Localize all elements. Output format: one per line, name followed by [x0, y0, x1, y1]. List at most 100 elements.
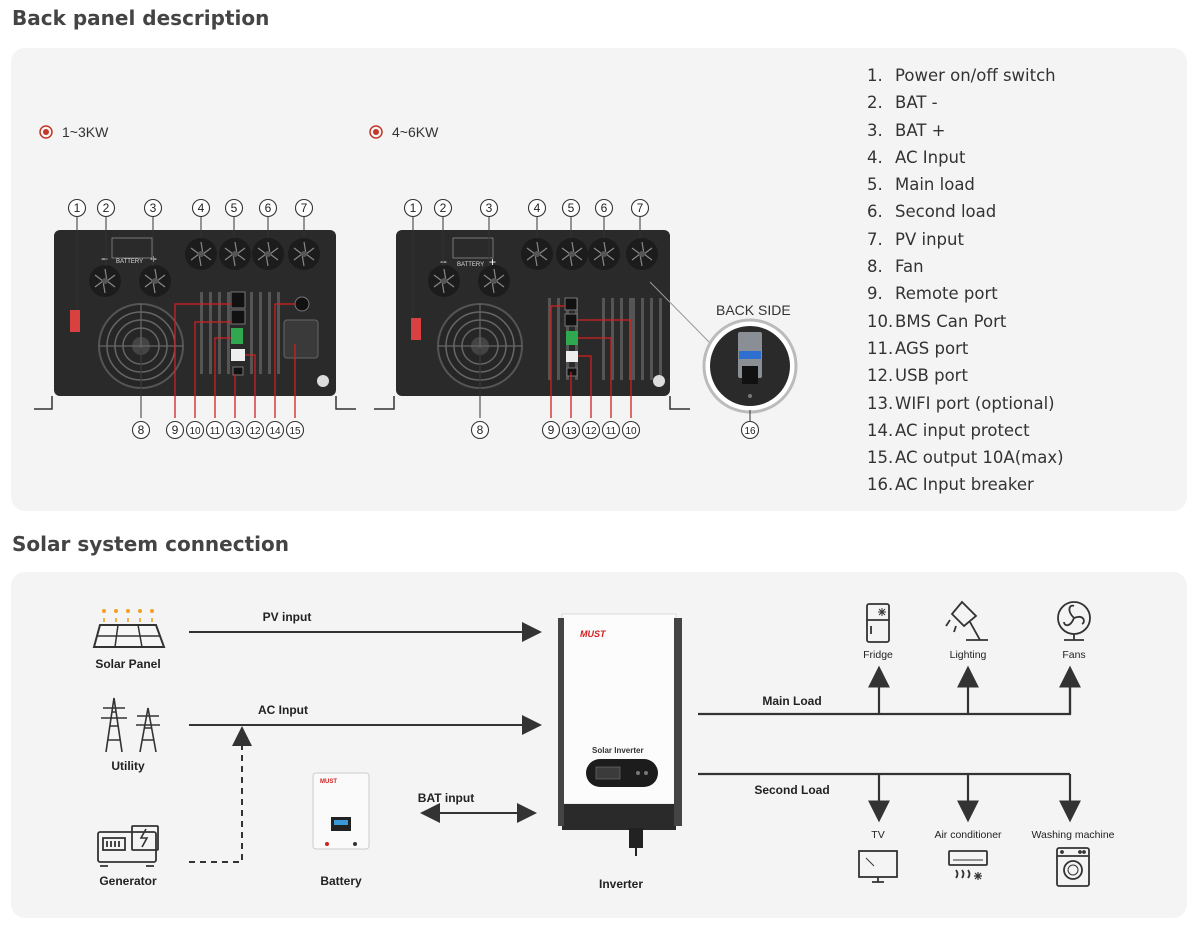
variant-b-radio: 4~6KW: [369, 124, 439, 140]
callout-number: 11: [606, 426, 617, 437]
battery-icon: MUST: [312, 772, 370, 850]
callout-circle: [285, 420, 305, 440]
legend-item-number: 12.: [867, 366, 894, 386]
legend-item-number: 6.: [867, 202, 883, 222]
leader-lines-dark: [76, 216, 641, 418]
unit-a-back-panel: BATTERY − +: [34, 230, 356, 410]
callout-circle: [205, 420, 225, 440]
variant-a-radio: 1~3KW: [39, 124, 109, 140]
inverter-label: Inverter: [599, 877, 643, 891]
callout-number: 6: [601, 201, 608, 215]
callout-circle: [131, 420, 151, 440]
bat-input-label: BAT input: [418, 791, 474, 805]
generator-dashed-line: [189, 726, 252, 863]
solar-panel-label: Solar Panel: [95, 657, 160, 671]
legend-item-label: Remote port: [895, 284, 998, 304]
main-load-lines: [698, 665, 1081, 716]
fans-icon: [1057, 601, 1091, 641]
callout-circle: [165, 420, 185, 440]
legend-item: 8. Fan: [867, 253, 1064, 280]
solar-connection-diagram: Solar Panel Utility Generator MUST Batte…: [92, 600, 1115, 891]
svg-text:−: −: [101, 252, 108, 266]
second-load-lines: [698, 772, 1081, 823]
callout-circle: [561, 198, 581, 218]
legend-item: 13.WIFI port (optional): [867, 390, 1064, 417]
legend-item: 11.AGS port: [867, 335, 1064, 362]
fans-label: Fans: [1062, 649, 1085, 661]
legend-item-number: 5.: [867, 175, 883, 195]
legend-item-label: AC output 10A(max): [895, 448, 1064, 468]
utility-icon: [101, 697, 160, 753]
callout-number: 13: [229, 426, 241, 437]
callout-number: 10: [625, 426, 637, 437]
callout-number: 9: [548, 423, 555, 437]
callout-number: 11: [210, 426, 221, 437]
legend-item-number: 11.: [867, 338, 894, 358]
callout-circle: [740, 420, 760, 440]
callout-number: 5: [568, 201, 575, 215]
callout-number: 4: [534, 201, 541, 215]
callout-number: 9: [172, 423, 179, 437]
legend-item-number: 3.: [867, 120, 883, 140]
legend-item-number: 8.: [867, 257, 883, 277]
callout-circle: [143, 198, 163, 218]
solar-heading: Solar system connection: [12, 532, 289, 556]
back-panel-heading: Back panel description: [12, 6, 270, 30]
inverter-brand: MUST: [580, 629, 607, 639]
callout-circle: [581, 420, 601, 440]
generator-label: Generator: [99, 874, 157, 888]
legend-item: 9.Remote port: [867, 280, 1064, 307]
callout-number: 1: [410, 201, 417, 215]
callout-circle: [265, 420, 285, 440]
legend-item-number: 13.: [867, 393, 894, 413]
callout-circle: [541, 420, 561, 440]
callout-circle: [479, 198, 499, 218]
legend-item: 16.AC Input breaker: [867, 471, 1064, 498]
legend-item-label: Fan: [895, 257, 924, 277]
callout-circle: [630, 198, 650, 218]
legend-item: 15.AC output 10A(max): [867, 444, 1064, 471]
callout-number: 2: [440, 201, 447, 215]
air-conditioner-icon: [948, 850, 988, 880]
callout-number: 2: [103, 201, 110, 215]
unit-b-battery-label: BATTERY: [457, 262, 484, 268]
callout-circle: [561, 420, 581, 440]
svg-text:+: +: [489, 255, 496, 269]
callout-number: 6: [265, 201, 272, 215]
callout-circle: [225, 420, 245, 440]
legend-item-label: BMS Can Port: [895, 311, 1007, 331]
legend-item-number: 16.: [867, 475, 894, 495]
callout-number: 4: [198, 201, 205, 215]
callout-number: 7: [301, 201, 308, 215]
callout-circle: [470, 420, 490, 440]
svg-text:+: +: [150, 252, 157, 266]
callout-circle: [258, 198, 278, 218]
callout-circle: [185, 420, 205, 440]
unit-b-back-panel: BATTERY − +: [374, 230, 690, 410]
legend-item-label: BAT +: [895, 120, 946, 140]
legend-item-number: 7.: [867, 229, 883, 249]
tv-label: TV: [871, 829, 884, 841]
legend-item: 1.Power on/off switch: [867, 62, 1064, 89]
svg-text:−: −: [440, 255, 447, 269]
callout-number: 12: [249, 426, 261, 437]
callout-circle: [294, 198, 314, 218]
legend-item-number: 4.: [867, 147, 883, 167]
callout-circle: [245, 420, 265, 440]
callout-number: 8: [477, 423, 484, 437]
callout-number: 7: [637, 201, 644, 215]
back-side-zoom: BACK SIDE: [649, 281, 798, 421]
legend-item: 7.PV input: [867, 226, 1064, 253]
legend-item-number: 1.: [867, 66, 883, 85]
lighting-label: Lighting: [950, 649, 987, 661]
inverter-model: Solar Inverter: [592, 746, 644, 755]
callout-number: 8: [138, 423, 145, 437]
legend-item: 2.BAT -: [867, 89, 1064, 116]
callout-circle: [621, 420, 641, 440]
legend-item: 14.AC input protect: [867, 417, 1064, 444]
back-side-label: BACK SIDE: [716, 302, 791, 318]
callout-circle: [594, 198, 614, 218]
callout-number: 3: [486, 201, 493, 215]
callout-circle: [527, 198, 547, 218]
